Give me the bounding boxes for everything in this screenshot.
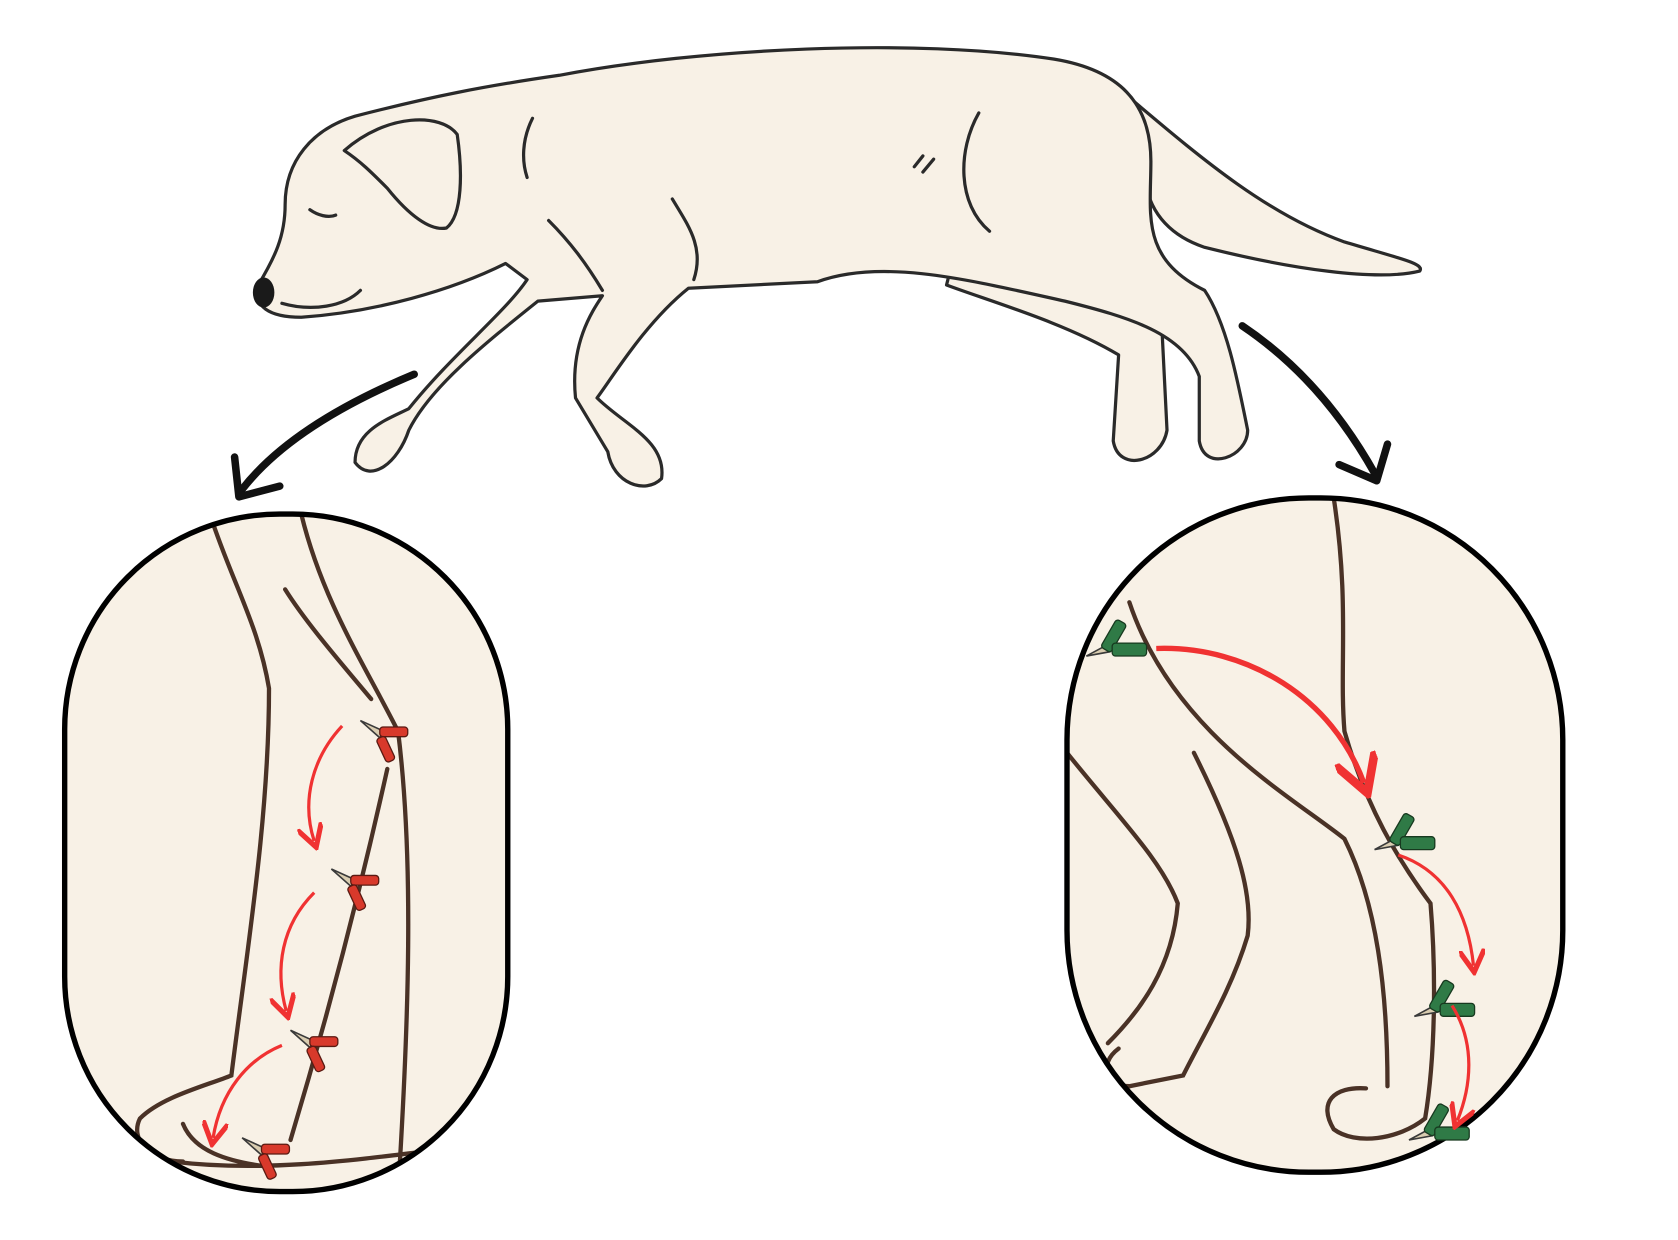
curved-arrow-icon (1156, 645, 1364, 783)
pointer-arrow-right (1238, 322, 1379, 477)
dog-eye (308, 208, 338, 218)
hindlimb-frame (1064, 495, 1566, 1175)
pointer-arrow-left (238, 370, 418, 494)
dog-mouth (280, 288, 363, 309)
dog-body (255, 46, 1250, 488)
dog-tail (1133, 100, 1423, 277)
curved-arrow-icon (281, 891, 316, 1011)
curved-arrow-icon (309, 724, 344, 841)
pointer-arrow-left-head (230, 453, 284, 501)
hindlimb-panel (1064, 495, 1566, 1175)
dog-nose (252, 277, 275, 308)
pointer-arrow-right-head (1335, 440, 1392, 485)
dog-ear (342, 118, 463, 230)
dog-thigh (962, 111, 992, 233)
forelimb-frame (61, 511, 511, 1195)
curved-arrow-icon (1452, 1004, 1469, 1121)
dog-shoulder (522, 116, 535, 180)
dog-fore-elbow (670, 197, 699, 282)
dog-ribs (912, 154, 936, 174)
dog-illustration (252, 46, 1423, 488)
forelimb-panel (61, 511, 511, 1195)
dog-chest (547, 218, 605, 292)
curved-arrow-icon (1397, 853, 1473, 966)
curved-arrow-icon (213, 1043, 283, 1137)
